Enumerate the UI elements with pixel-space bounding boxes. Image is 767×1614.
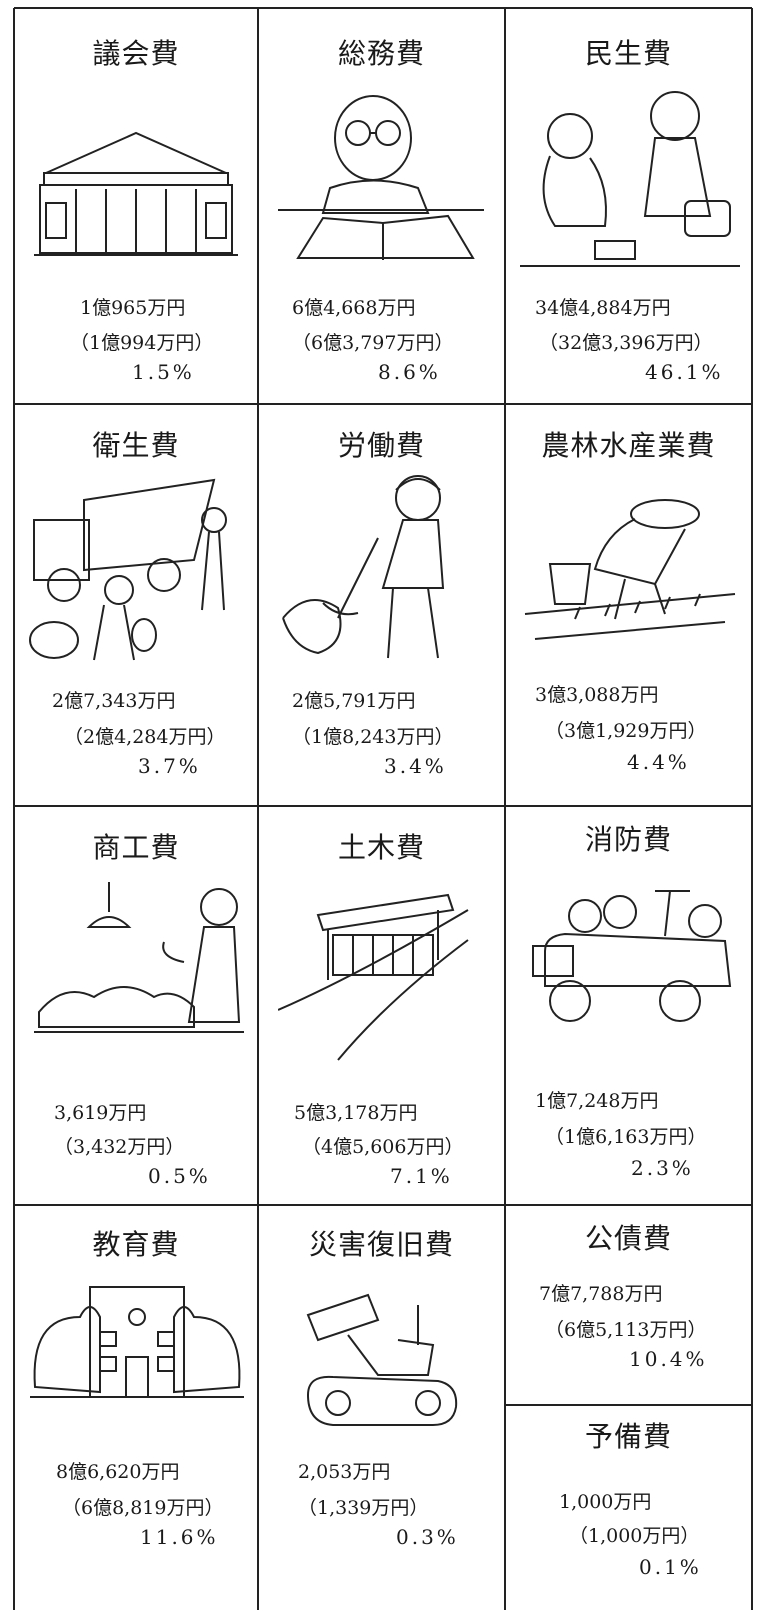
cell-title: 衛生費 (92, 429, 180, 462)
cell-yobi: 予備費 1,000万円 （1,000万円） 0.1% (505, 1405, 752, 1610)
farmer-planting-icon (515, 474, 745, 654)
percent: 0.1% (639, 1555, 702, 1579)
percent: 1.5% (132, 360, 195, 384)
percent: 3.4% (384, 754, 447, 778)
percent: 8.6% (378, 360, 441, 384)
amount: 5億3,178万円 (294, 1102, 418, 1124)
previous-amount: （1,339万円） (298, 1497, 429, 1519)
previous-amount: （3,432万円） (54, 1136, 185, 1158)
bridge-construction-icon (278, 880, 488, 1070)
cell-rodo: 労働費 2億5,791万円 （1億8,243万円） 3.4% (258, 404, 505, 806)
amount: 34億4,884万円 (535, 297, 671, 319)
previous-amount: （1億6,163万円） (545, 1126, 707, 1148)
cell-somu: 総務費 6億4,668万円 （6億3,797万円） 8.6% (258, 8, 505, 404)
cell-title: 商工費 (92, 831, 180, 864)
percent: 0.5% (148, 1164, 211, 1188)
amount: 2億7,343万円 (52, 690, 176, 712)
cell-title: 総務費 (337, 37, 425, 70)
amount: 1億965万円 (80, 297, 186, 319)
garbage-truck-icon (24, 470, 250, 670)
previous-amount: （1億994万円） (70, 332, 214, 354)
amount: 1億7,248万円 (535, 1090, 659, 1112)
cell-gikai: 議会費 1億965万円 （1億994万円） 1.5% (14, 8, 258, 404)
cell-kosai: 公債費 7億7,788万円 （6億5,113万円） 10.4% (505, 1205, 752, 1405)
previous-amount: （3億1,929万円） (545, 720, 707, 742)
amount: 3億3,088万円 (535, 684, 659, 706)
percent: 0.3% (396, 1525, 459, 1549)
cell-title: 公債費 (584, 1222, 672, 1255)
cell-title: 民生費 (584, 37, 672, 70)
percent: 46.1% (645, 360, 724, 384)
cell-doboku: 土木費 5億3,178万円 （4億5,606万円） 7.1% (258, 806, 505, 1205)
cell-kyoiku: 教育費 8億6,620万円 （6億8,819万円） 11.6% (14, 1205, 258, 1610)
amount: 2億5,791万円 (292, 690, 416, 712)
cell-shobo: 消防費 1億7,248万円 （1億6,163万円） 2.3% (505, 806, 752, 1205)
previous-amount: （6億5,113万円） (545, 1319, 707, 1341)
cell-title: 災害復旧費 (308, 1228, 454, 1261)
laborer-pickaxe-icon (278, 468, 488, 674)
percent: 2.3% (631, 1156, 694, 1180)
percent: 3.7% (138, 754, 201, 778)
amount: 3,619万円 (54, 1102, 147, 1124)
school-building-icon (30, 1277, 244, 1437)
amount: 8億6,620万円 (56, 1461, 180, 1483)
cell-title: 土木費 (337, 831, 425, 864)
percent: 7.1% (390, 1164, 453, 1188)
previous-amount: （1億8,243万円） (292, 726, 454, 748)
welfare-care-icon (515, 76, 745, 276)
amount: 7億7,788万円 (539, 1283, 663, 1305)
cell-title: 教育費 (92, 1228, 180, 1261)
cell-title: 労働費 (337, 429, 425, 462)
cell-norin: 農林水産業費 3億3,088万円 （3億1,929万円） 4.4% (505, 404, 752, 806)
office-worker-icon (268, 78, 494, 268)
cell-saigai: 災害復旧費 2,053万円 （1,339万円） 0.3% (258, 1205, 505, 1610)
cell-title: 議会費 (92, 37, 180, 70)
percent: 11.6% (140, 1525, 219, 1549)
percent: 10.4% (629, 1347, 708, 1371)
amount: 2,053万円 (298, 1461, 391, 1483)
cell-title: 消防費 (584, 823, 672, 856)
previous-amount: （2億4,284万円） (64, 726, 226, 748)
previous-amount: （1,000万円） (569, 1525, 700, 1547)
percent: 4.4% (627, 750, 690, 774)
previous-amount: （4億5,606万円） (302, 1136, 464, 1158)
cell-title: 予備費 (584, 1420, 672, 1453)
cell-title: 農林水産業費 (541, 429, 716, 462)
previous-amount: （6億8,819万円） (62, 1497, 224, 1519)
bulldozer-icon (288, 1285, 478, 1445)
amount: 6億4,668万円 (292, 297, 416, 319)
cell-eisei: 衛生費 2億7,343万円 （2億4,284万円） 3.7% (14, 404, 258, 806)
shopkeeper-icon (34, 872, 244, 1062)
assembly-hall-icon (26, 113, 246, 263)
amount: 1,000万円 (559, 1491, 652, 1513)
cell-shoko: 商工費 3,619万円 （3,432万円） 0.5% (14, 806, 258, 1205)
previous-amount: （32億3,396万円） (539, 332, 713, 354)
fire-truck-icon (515, 876, 745, 1056)
previous-amount: （6億3,797万円） (292, 332, 454, 354)
cell-minsei: 民生費 34億4,884万円 （32億3,396万円） 46.1% (505, 8, 752, 404)
